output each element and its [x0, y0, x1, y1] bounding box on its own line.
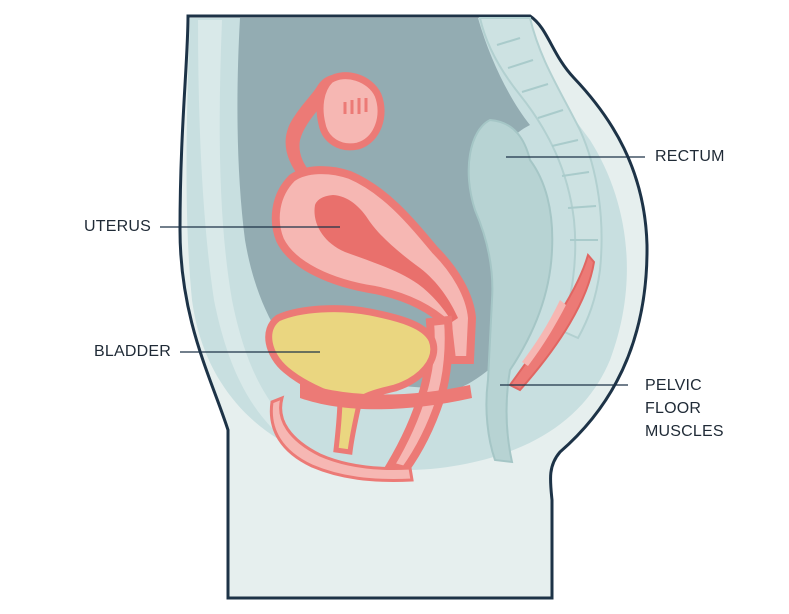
uterus-cavity: [314, 195, 458, 322]
fimbriae: [343, 98, 368, 114]
leader-lines: [160, 156, 645, 386]
rectum-label: RECTUM: [655, 148, 725, 165]
pelvic-floor-muscles-label: PELVIC FLOOR MUSCLES: [645, 374, 724, 443]
rectum: [467, 118, 554, 464]
pelvic-floor-label-line-3: MUSCLES: [645, 423, 724, 440]
pelvic-floor-muscle-front: [300, 382, 472, 410]
pelvic-floor-label-line-2: FLOOR: [645, 400, 702, 417]
bladder: [265, 305, 438, 404]
anterior-wall: [198, 20, 285, 428]
pelvic-floor-muscle-rear-inner: [522, 300, 566, 366]
vertebra-lines: [496, 37, 598, 241]
uterus-label: UTERUS: [84, 218, 151, 235]
bladder-label: BLADDER: [94, 343, 171, 360]
perineal-muscle: [269, 395, 414, 482]
urethra: [333, 395, 364, 455]
pelvic-floor-label-line-1: PELVIC: [645, 377, 702, 394]
spine: [478, 17, 603, 340]
